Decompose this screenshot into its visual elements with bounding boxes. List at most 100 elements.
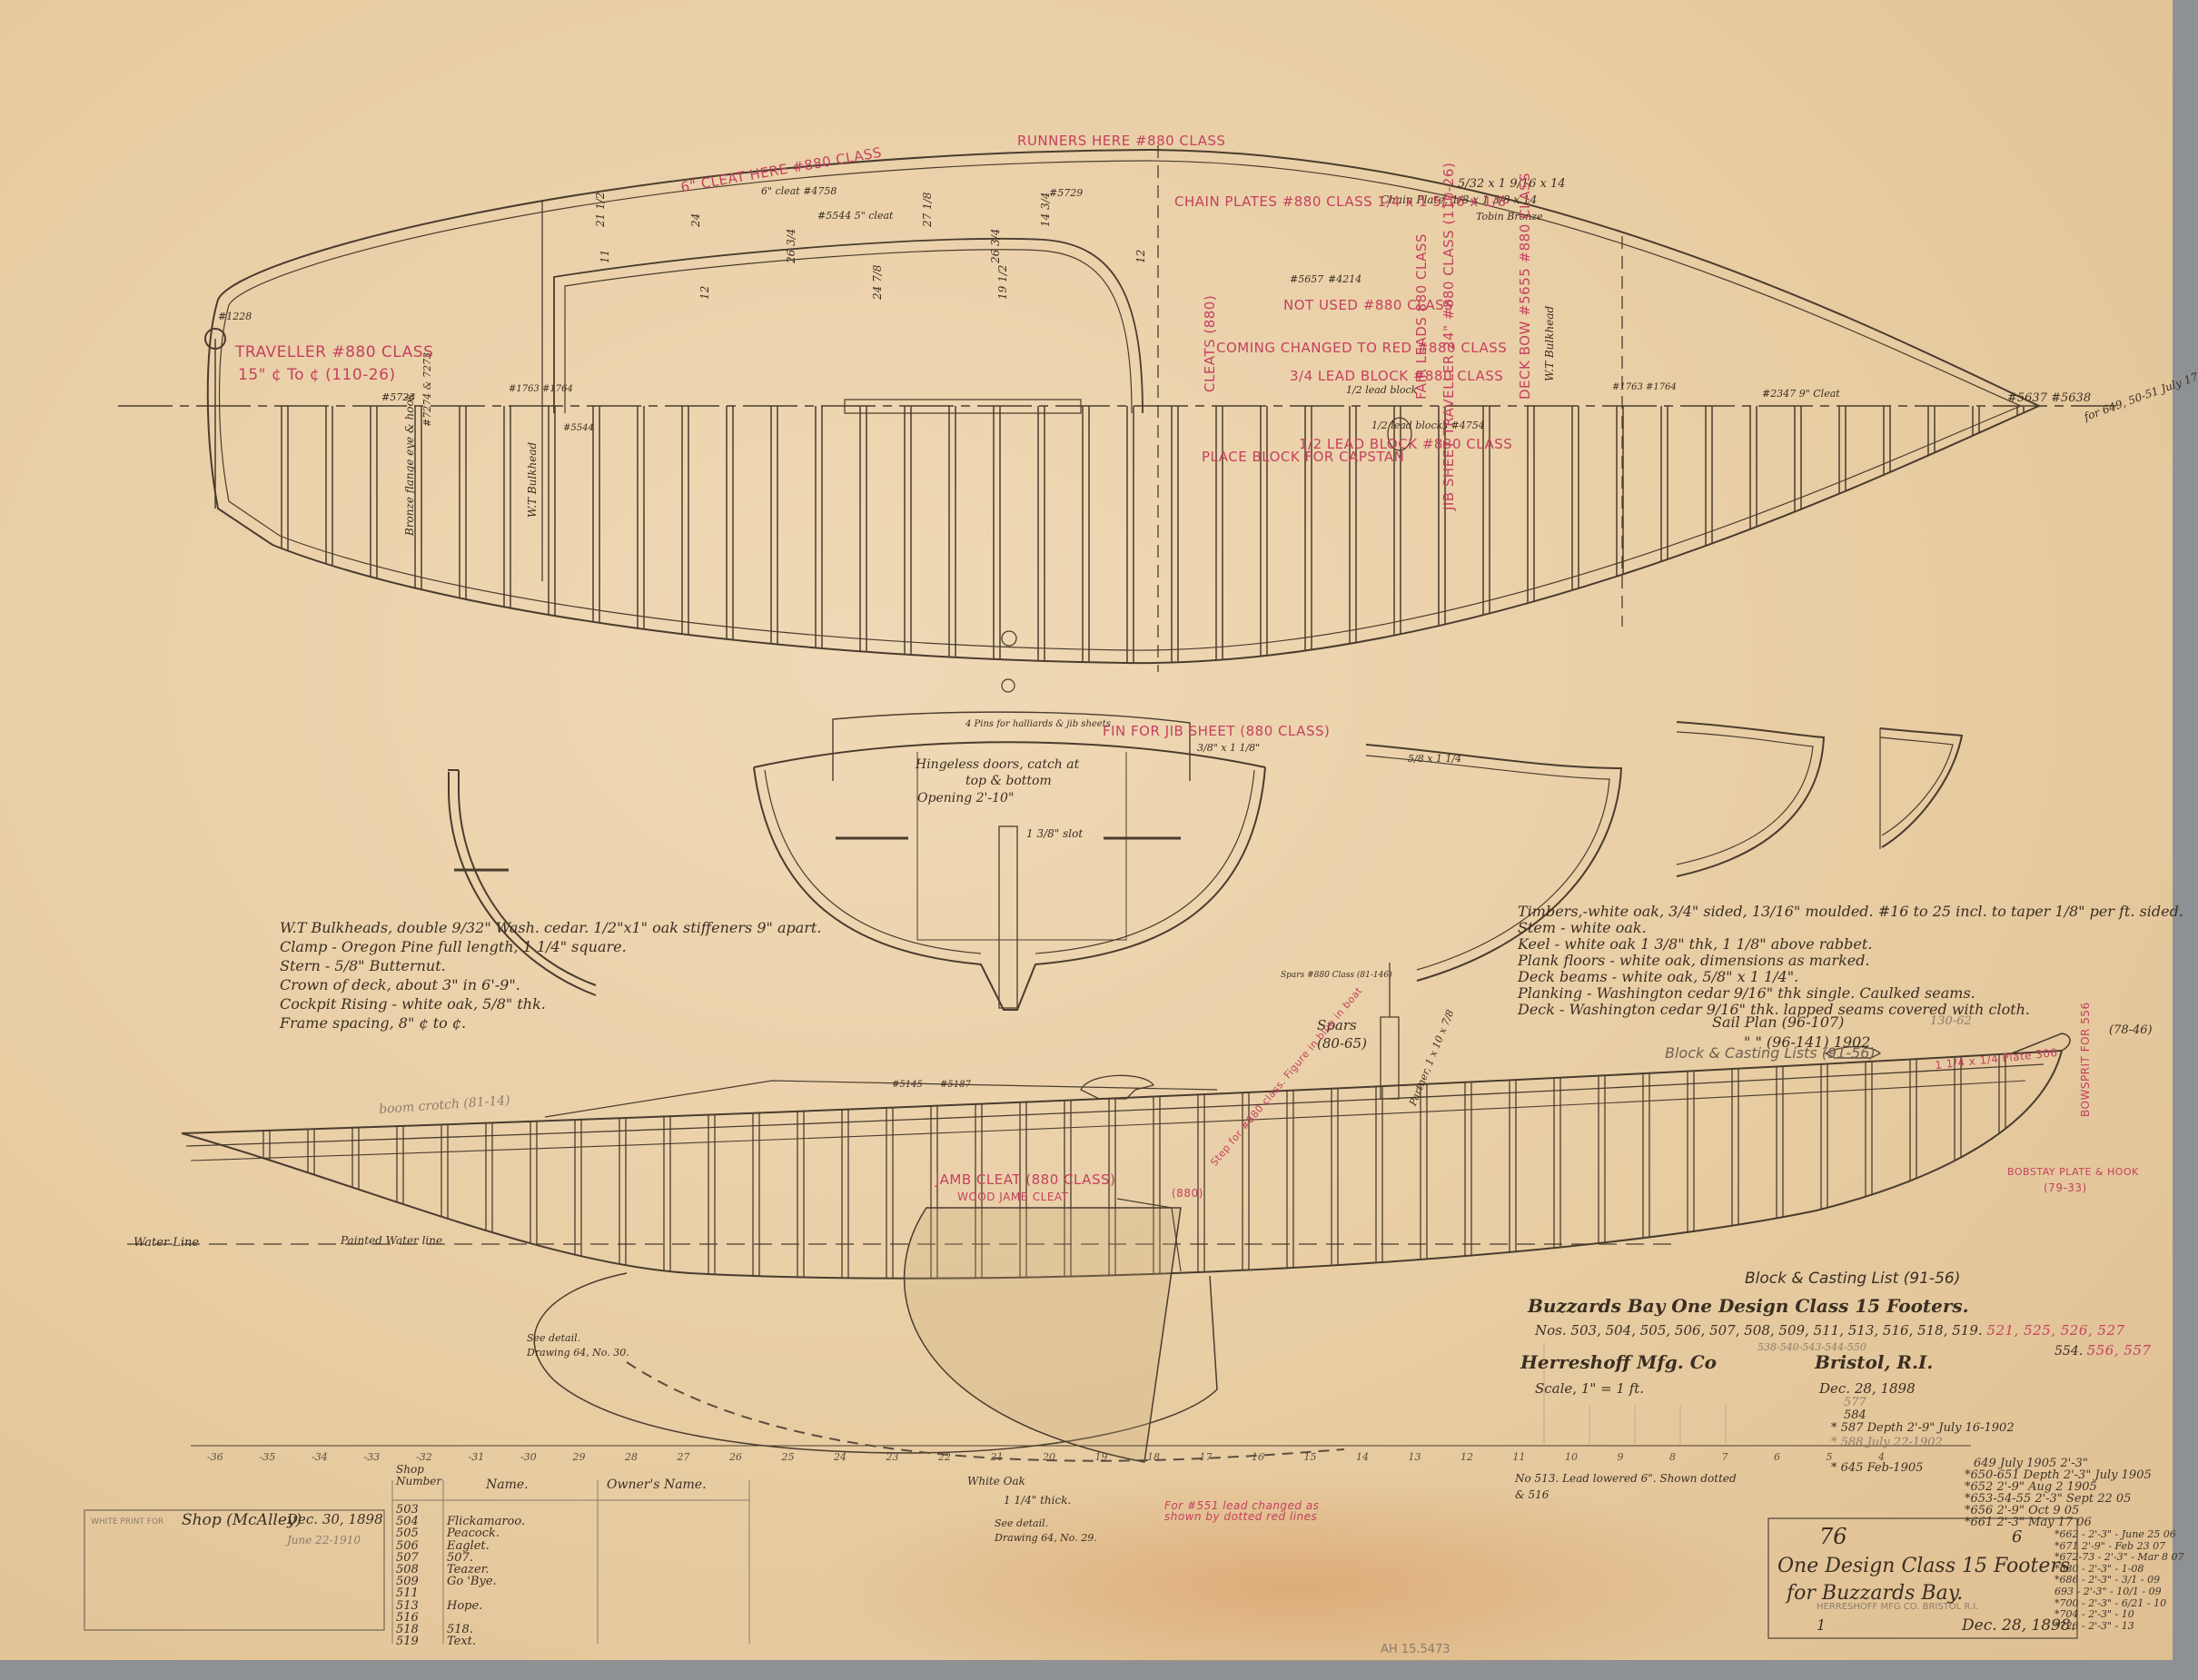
note-left-line: Clamp - Oregon Pine full length, 1 1/4" … bbox=[280, 938, 627, 955]
ruler-label: 14 bbox=[1356, 1451, 1369, 1463]
spars-label: Spars bbox=[1317, 1017, 1357, 1033]
plan-dimension: 14 3/4 bbox=[1039, 192, 1052, 227]
plan-view bbox=[118, 145, 2116, 672]
depth-list-item: *704 - 2'-3" - 10 bbox=[2054, 1608, 2134, 1621]
owner-table-header-name: Name. bbox=[486, 1477, 529, 1492]
opening-label: Opening 2'-10" bbox=[917, 791, 1015, 805]
wt-bulkhead-label: W.T Bulkhead bbox=[1543, 305, 1556, 381]
print-stamp-label: WHITE PRINT FOR bbox=[91, 1517, 164, 1527]
block-lists-label: Block & Casting Lists (91-56) bbox=[1665, 1044, 1876, 1062]
depth-list-item: *650-651 Depth 2'-3" July 1905 bbox=[1965, 1468, 2152, 1482]
cleat-5-label: #5544 5" cleat bbox=[817, 210, 894, 222]
bow-parts-label: #5637 #5638 bbox=[2007, 391, 2092, 405]
chain-plates-880-note: CHAIN PLATES #880 CLASS 1/4 x 1 5/16 x 1… bbox=[1174, 193, 1507, 210]
part-5657-label: #5657 bbox=[1290, 273, 1324, 285]
title-block-date: Dec. 28, 1898. bbox=[1962, 1616, 2076, 1635]
traveller-spacing-note: 15" ¢ To ¢ (110-26) bbox=[238, 366, 396, 384]
lead-block-34-note: 3/4 LEAD BLOCK #880 CLASS bbox=[1290, 368, 1504, 384]
tobin-bronze-label: Tobin Bronze bbox=[1476, 211, 1543, 222]
sail-plan-label: Sail Plan (96-107) bbox=[1712, 1013, 1845, 1031]
boat-name: 518. bbox=[447, 1623, 473, 1636]
ref-7846-label: (78-46) bbox=[2109, 1023, 2153, 1037]
depth-list-item: *686 - 2'-3" - 3/1 - 09 bbox=[2054, 1574, 2161, 1586]
drawing-29-label: Drawing 64, No. 29. bbox=[995, 1532, 1097, 1544]
size-label: 3/8" x 1 1/8" bbox=[1197, 742, 1261, 754]
ruler-label: 11 bbox=[1512, 1451, 1526, 1463]
ruler-label: 9 bbox=[1617, 1451, 1624, 1463]
part-5145-label: #5145 bbox=[892, 1080, 923, 1090]
title-block-company: HERRESHOFF MFG CO. BRISTOL R.I. bbox=[1817, 1602, 1979, 1612]
fin-jib-sheet-note: FIN FOR JIB SHEET (880 CLASS) bbox=[1103, 723, 1331, 739]
print-recipient: Shop (McAlley) bbox=[182, 1511, 302, 1529]
owner-table-header-owner: Owner's Name. bbox=[607, 1477, 707, 1492]
part-5187-label: #5187 bbox=[940, 1080, 971, 1090]
note-right-line: Timbers,-white oak, 3/4" sided, 13/16" m… bbox=[1518, 903, 2183, 920]
coming-changed-note: COMING CHANGED TO RED #880 CLASS bbox=[1216, 340, 1508, 356]
plan-dimension: 24 bbox=[689, 212, 702, 227]
plan-dimension: 26 3/4 bbox=[785, 228, 797, 263]
ruler-label: 5 bbox=[1826, 1451, 1833, 1463]
ruler-label: 29 bbox=[572, 1451, 586, 1463]
hull-numbers-faint: 538-540-543-544-550 bbox=[1757, 1341, 1866, 1353]
boat-name: Text. bbox=[447, 1635, 477, 1649]
extra-hull-number: * 587 Depth 2'-9" July 16-1902 bbox=[1831, 1421, 2015, 1435]
capstan-note: PLACE BLOCK FOR CAPSTAN bbox=[1202, 449, 1405, 465]
ruler-label: 17 bbox=[1199, 1451, 1213, 1463]
shop-number: 513 bbox=[396, 1598, 419, 1613]
hull-numbers-list: 503, 504, 505, 506, 507, 508, 509, 511, … bbox=[1570, 1322, 1983, 1339]
ruler-label: -34 bbox=[312, 1451, 328, 1463]
extra-hull-number: * 645 Feb-1905 bbox=[1831, 1461, 1924, 1475]
note-right-line: Stem - white oak. bbox=[1518, 919, 1647, 936]
slot-label: 1 3/8" slot bbox=[1026, 827, 1084, 840]
owner-table-row: 511 bbox=[396, 1586, 447, 1600]
boat-name: Eaglet. bbox=[447, 1538, 490, 1553]
ruler-label: 21 bbox=[990, 1451, 1004, 1463]
hull-numbers: Nos. 503, 504, 505, 506, 507, 508, 509, … bbox=[1535, 1324, 2125, 1338]
depth-list-item: *656 2'-9" Oct 9 05 bbox=[1965, 1504, 2080, 1517]
ruler-label: 6 bbox=[1774, 1451, 1780, 1463]
block-casting-list: Block & Casting List (91-56) bbox=[1745, 1270, 1961, 1288]
note-left-line: W.T Bulkheads, double 9/32" Wash. cedar.… bbox=[280, 919, 822, 936]
print-date-2: June 22-1910 bbox=[287, 1534, 361, 1547]
see-detail-2: See detail. bbox=[995, 1517, 1049, 1529]
note-left-line: Frame spacing, 8" ¢ to ¢. bbox=[280, 1014, 467, 1032]
depth-list-item: *671 2'-9" - Feb 23 07 bbox=[2054, 1539, 2166, 1552]
boat-name: 507. bbox=[447, 1550, 473, 1565]
sail-plan-2-label: " " (96-141) 1902 bbox=[1744, 1033, 1871, 1051]
note-right-line: Deck - Washington cedar 9/16" thk. lappe… bbox=[1518, 1001, 2031, 1018]
painted-wl-label: Painted Water line bbox=[341, 1234, 443, 1247]
scale-label: Scale, 1" = 1 ft. bbox=[1535, 1380, 1645, 1397]
hull-554-red: 556, 557 bbox=[2086, 1342, 2152, 1359]
lead-block-small: 1/2 lead block bbox=[1346, 384, 1418, 396]
drawing-30-label: Drawing 64, No. 30. bbox=[527, 1347, 629, 1359]
part-1228-label: #1228 bbox=[218, 311, 252, 322]
bobstay-ref: (79-33) bbox=[2044, 1181, 2087, 1194]
shop-number: 509 bbox=[396, 1575, 419, 1589]
ruler-label: 4 bbox=[1878, 1451, 1885, 1463]
plan-dimension: 26 3/4 bbox=[989, 228, 1002, 263]
shop-number: 505 bbox=[396, 1527, 419, 1541]
runners-note: RUNNERS HERE #880 CLASS bbox=[1017, 133, 1226, 149]
plan-dimension: 21 1/2 bbox=[594, 192, 607, 227]
ruler-label: -36 bbox=[207, 1451, 223, 1463]
shop-number: 519 bbox=[396, 1635, 419, 1649]
depth-list-item: *653-54-55 2'-3" Sept 22 05 bbox=[1965, 1492, 2132, 1506]
depth-list-item: *700 - 2'-3" - 6/21 - 10 bbox=[2054, 1596, 2167, 1609]
plan-dimension: 11 bbox=[599, 249, 611, 263]
part-5544-label: #5544 bbox=[563, 423, 594, 433]
paper-background bbox=[0, 0, 2173, 1660]
thick-label: 1 1/4" thick. bbox=[1004, 1494, 1072, 1507]
jamb-cleat-note: JAMB CLEAT (880 CLASS) bbox=[936, 1171, 1116, 1188]
company-name: Herreshoff Mfg. Co bbox=[1520, 1351, 1717, 1373]
note-left-line: Stern - 5/8" Butternut. bbox=[280, 957, 446, 974]
jamb-880-note: (880) bbox=[1172, 1187, 1203, 1200]
